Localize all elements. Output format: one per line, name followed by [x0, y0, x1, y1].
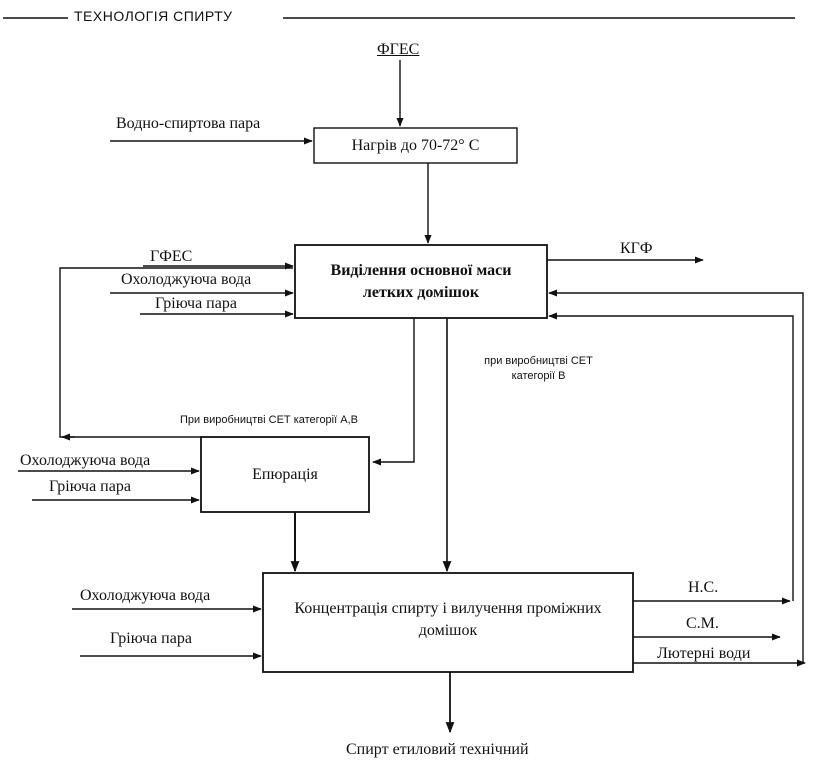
concentration-box: [262, 572, 634, 673]
epuration-box-label: Епюрація: [252, 465, 318, 483]
separation-box-label: Виділення основної маси летких домішок: [330, 261, 512, 301]
cooling-water-label-2: Охолоджуюча вода: [20, 452, 151, 469]
separation-box: [294, 244, 548, 319]
fges-label: ФГЕС: [377, 41, 420, 58]
heating-box: [313, 127, 518, 164]
lyuterni-label: Лютерні води: [657, 645, 751, 662]
heating-steam-label-2: Гріюча пара: [49, 478, 131, 495]
concentration-box-label: Концентрація спирту і вилучення проміжни…: [294, 600, 602, 639]
cooling-water-label-3: Охолоджуюча вода: [80, 587, 211, 604]
kgf-label: КГФ: [620, 240, 653, 257]
cooling-water-label-1: Охолоджуюча вода: [121, 271, 252, 288]
note-category-ab: При виробництві СЕТ категорії А,В: [180, 414, 358, 426]
vapor-label: Водно-спиртова пара: [116, 115, 261, 132]
sm-label: С.М.: [686, 615, 719, 632]
output-label: Спирт етиловий технічний: [346, 741, 529, 758]
heating-box-label: Нагрів до 70-72° С: [351, 136, 480, 154]
page-title: ТЕХНОЛОГІЯ СПИРТУ: [74, 8, 233, 24]
separation-to-epuration-arrow: [372, 318, 415, 466]
heating-steam-label-3: Гріюча пара: [110, 630, 192, 647]
ns-label: Н.С.: [688, 579, 719, 596]
heating-steam-label-1: Гріюча пара: [155, 295, 237, 312]
ns-recycle-line: [548, 312, 794, 601]
sm-recycle-line: [548, 289, 804, 663]
epuration-box: [200, 436, 370, 513]
epuration-recycle-line: [59, 267, 293, 438]
note-category-b: при виробництві СЕТ категорії В: [484, 355, 593, 383]
gfes-label: ГФЕС: [150, 248, 193, 265]
